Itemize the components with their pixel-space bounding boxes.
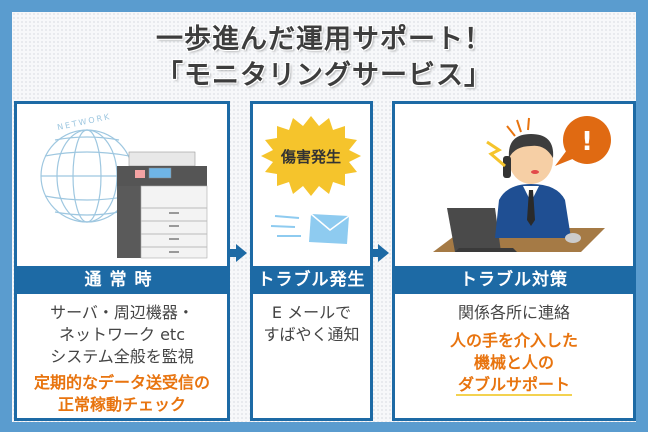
businessman-icon bbox=[495, 134, 581, 243]
arrow-right-icon bbox=[372, 244, 389, 262]
stress-lines-icon bbox=[506, 117, 530, 137]
alert-burst-icon bbox=[261, 116, 361, 196]
laptop-icon bbox=[447, 208, 517, 252]
panel-header: トラブル発生 bbox=[253, 266, 370, 294]
svg-text:!: ! bbox=[581, 127, 593, 157]
highlight-line: 定期的なデータ送受信の bbox=[33, 373, 210, 392]
alert-email-illustration: 傷害発生 bbox=[261, 116, 361, 244]
title-line-2: 「モニタリングサービス」 bbox=[156, 60, 492, 91]
highlight-line: 正常稼動チェック bbox=[57, 395, 186, 414]
desc-line: 関係各所に連絡 bbox=[457, 303, 570, 322]
desc-line: システム全般を監視 bbox=[50, 347, 194, 366]
panel-header: 通常時 bbox=[17, 266, 227, 294]
highlight-line: 機械と人の bbox=[473, 353, 554, 372]
highlight-line: 人の手を介入した bbox=[449, 331, 578, 350]
desc-line: すばやく通知 bbox=[263, 325, 360, 344]
panel-trouble: 傷害発生 トラブル発生 E メールで すばやく通知 bbox=[250, 101, 373, 421]
burst-label: 傷害発生 bbox=[280, 148, 341, 166]
email-icon bbox=[270, 213, 350, 244]
globe-label: NETWORK bbox=[56, 112, 112, 132]
exclamation-bubble-icon: ! bbox=[555, 116, 611, 166]
businessman-illustration: ! bbox=[433, 116, 611, 252]
page-title: 一歩進んだ運用サポート！ 「モニタリングサービス」 bbox=[0, 22, 648, 94]
panel-header: トラブル対策 bbox=[395, 266, 633, 294]
desc-line: サーバ・周辺機器・ bbox=[50, 303, 194, 322]
panel-countermeasure: ! トラブル対策 関係各所に連絡 人の手を介入した 機械と人の ダブルサポート bbox=[392, 101, 636, 421]
network-printer-illustration: NETWORK bbox=[40, 112, 208, 259]
arrow-right-icon bbox=[230, 244, 247, 262]
panel-normal: NETWORK 通常時 サーバ・周辺機器・ ネットワーク etc システム全般を… bbox=[14, 101, 230, 421]
lightning-icon bbox=[486, 140, 506, 168]
desc-line: E メールで bbox=[271, 303, 352, 322]
highlight-line: ダブルサポート bbox=[455, 375, 572, 396]
title-line-1: 一歩進んだ運用サポート！ bbox=[156, 24, 492, 55]
desc-line: ネットワーク etc bbox=[58, 325, 185, 344]
printer-icon bbox=[117, 151, 208, 259]
